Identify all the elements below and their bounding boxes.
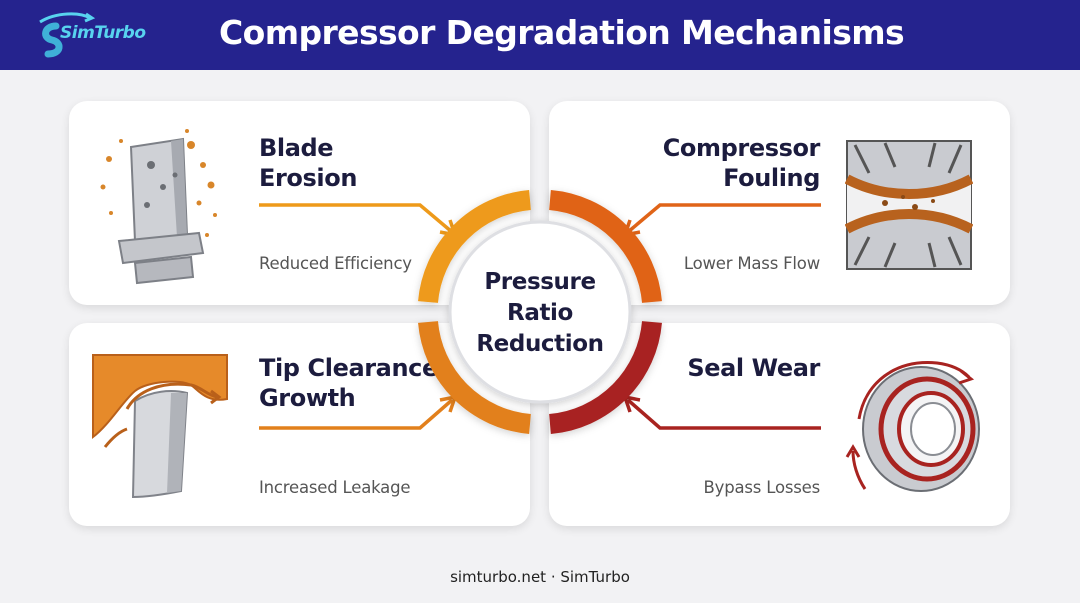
worn-seal-icon bbox=[845, 361, 980, 492]
mechanism-effect: Increased Leakage bbox=[259, 478, 411, 497]
simturbo-logo-icon bbox=[39, 12, 96, 58]
mechanism-effect: Lower Mass Flow bbox=[683, 254, 820, 273]
mechanism-effect: Reduced Efficiency bbox=[259, 254, 412, 273]
center-label: Pressure Ratio Reduction bbox=[476, 269, 604, 357]
mechanism-title: Compressor Fouling bbox=[662, 134, 821, 192]
page-title: Compressor Degradation Mechanisms bbox=[219, 13, 905, 52]
tip-clearance-icon bbox=[92, 354, 228, 499]
mechanism-title: Blade Erosion bbox=[259, 134, 358, 192]
mechanism-effect: Bypass Losses bbox=[703, 478, 821, 497]
mechanism-title: Seal Wear bbox=[687, 354, 820, 382]
brand-name: SimTurbo bbox=[60, 23, 146, 43]
footer-credit: simturbo.net · SimTurbo bbox=[450, 568, 630, 586]
header-bar: SimTurbo Compressor Degradation Mechanis… bbox=[0, 0, 1080, 70]
mechanism-title: Tip Clearance Growth bbox=[259, 354, 438, 412]
eroded-blade-icon bbox=[100, 129, 217, 285]
fouled-passage-icon bbox=[845, 140, 973, 270]
